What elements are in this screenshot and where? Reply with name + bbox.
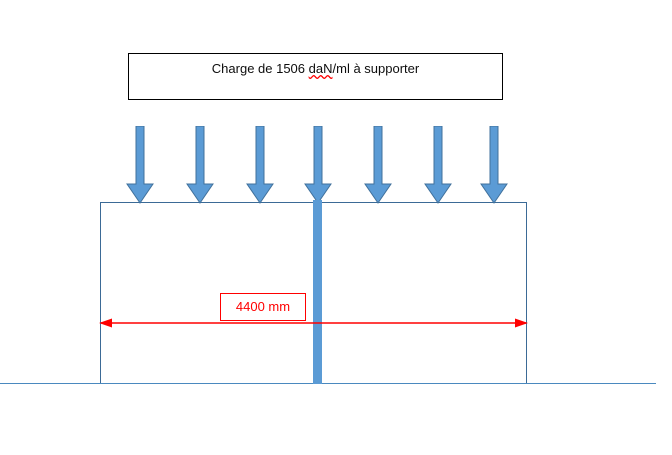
load-arrow-3-icon[interactable]	[246, 126, 274, 204]
load-arrow-4-icon[interactable]	[304, 126, 332, 204]
dimension-label-box[interactable]: 4400 mm	[220, 293, 306, 321]
load-arrow-2-icon[interactable]	[186, 126, 214, 204]
load-arrow-5-icon[interactable]	[364, 126, 392, 204]
load-caption-suffix: /ml à supporter	[332, 61, 420, 76]
ground-line	[0, 383, 656, 384]
load-caption-box[interactable]: Charge de 1506 daN/ml à supporter	[128, 53, 503, 100]
support-post[interactable]	[313, 200, 322, 384]
load-caption-flagged-word: daN	[308, 61, 333, 76]
load-caption-text: Charge de 1506 daN/ml à supporter	[129, 61, 502, 77]
load-arrow-6-icon[interactable]	[424, 126, 452, 204]
load-arrow-1-icon[interactable]	[126, 126, 154, 204]
dimension-label-text: 4400 mm	[235, 299, 291, 314]
load-arrow-7-icon[interactable]	[480, 126, 508, 204]
load-caption-prefix: Charge de 1506	[211, 61, 309, 76]
dimension-line-double-arrow-icon[interactable]	[97, 314, 530, 332]
